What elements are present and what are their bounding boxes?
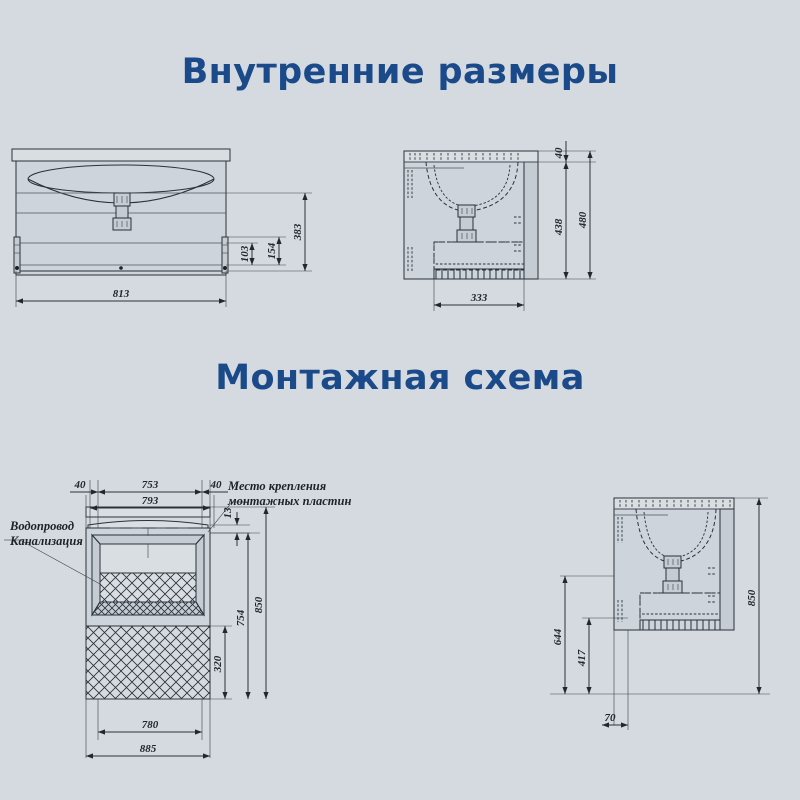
dim-mount-floor-to-base: 320: [212, 655, 224, 673]
dim-mount-plate-span: 793: [142, 495, 159, 507]
figure-front-view-internal: 813 383 154 103: [11, 148, 312, 307]
dim-side-mount-pipe-low: 417: [576, 649, 588, 667]
dim-side-height-body: 438: [553, 218, 565, 236]
dim-side-height-total: 480: [577, 211, 589, 229]
figure-side-view-internal: 40 438 480 333: [403, 141, 596, 311]
dim-mount-floor-to-plate: 754: [235, 609, 247, 626]
figure-front-view-mounting: 40 753 40 793 Место крепления монтажных …: [4, 479, 351, 759]
note-plumbing-line2: Канализация: [9, 534, 83, 548]
figure-side-view-mounting: 644 417 850 70: [550, 497, 770, 730]
dim-mount-inner-width: 753: [142, 479, 159, 491]
dim-side-depth: 333: [470, 292, 488, 304]
dim-front-width: 813: [113, 288, 130, 300]
dim-front-height-small: 103: [239, 245, 251, 262]
section-title-internal-dimensions: Внутренние размеры: [181, 52, 619, 92]
section-title-mounting-scheme: Монтажная схема: [215, 358, 585, 398]
dim-mount-plate-height: 13: [222, 507, 234, 519]
dim-mount-overall-width: 885: [140, 743, 157, 755]
note-mounting-plates-line2: монтажных пластин: [227, 494, 351, 508]
dim-mount-right-offset: 40: [210, 479, 223, 491]
dim-side-top-offset: 40: [553, 147, 565, 160]
note-plumbing-line1: Водопровод: [9, 519, 74, 533]
dim-front-height-mid: 154: [266, 242, 278, 259]
dim-mount-cabinet-width: 780: [142, 719, 159, 731]
dim-side-mount-pipe-high: 644: [552, 628, 564, 645]
dim-side-mount-wall-offset: 70: [605, 712, 617, 724]
dim-front-height-total: 383: [292, 223, 304, 241]
note-mounting-plates-line1: Место крепления: [227, 479, 327, 493]
dim-mount-left-offset: 40: [74, 479, 87, 491]
dim-side-mount-floor-to-top: 850: [746, 589, 758, 606]
dim-mount-floor-to-top: 850: [253, 596, 265, 613]
